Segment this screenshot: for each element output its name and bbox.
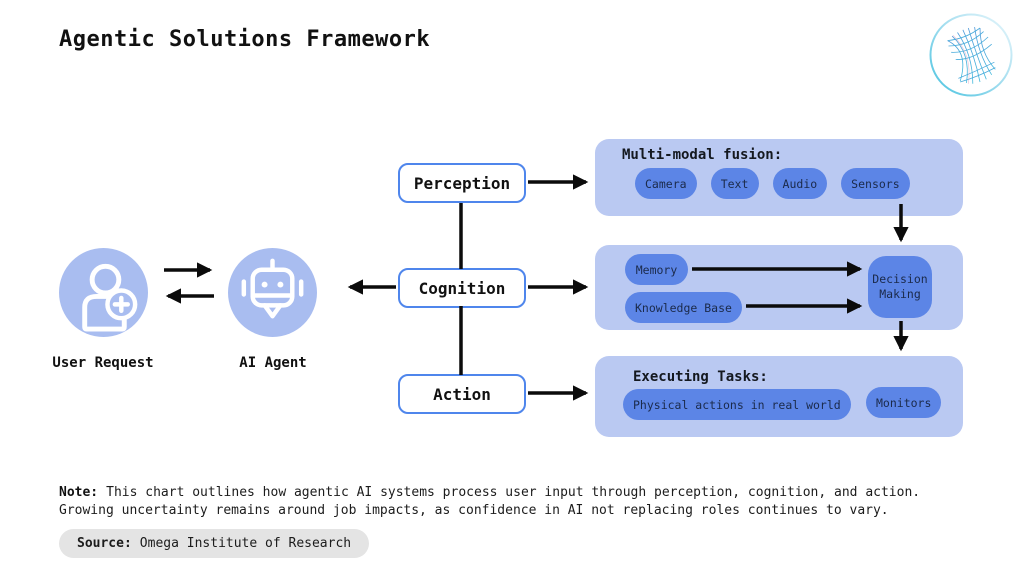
panel-title-executing-tasks: Executing Tasks: xyxy=(633,369,768,385)
source-label: Source: xyxy=(77,536,132,551)
stage-box-action: Action xyxy=(398,374,526,414)
panel-cognition-resources: Memory Knowledge Base Decision Making xyxy=(595,245,963,330)
ai-agent-icon xyxy=(228,248,317,337)
stage-box-cognition: Cognition xyxy=(398,268,526,308)
source-text: Omega Institute of Research xyxy=(139,536,352,551)
page-title: Agentic Solutions Framework xyxy=(59,27,431,52)
decision-making-node: Decision Making xyxy=(868,256,932,318)
pill-camera: Camera xyxy=(635,168,697,199)
company-logo-icon xyxy=(929,13,1013,97)
pill-text: Text xyxy=(710,168,759,199)
panel-executing-tasks: Executing Tasks: Physical actions in rea… xyxy=(595,356,963,437)
note-label: Note: xyxy=(59,485,99,500)
source-badge: Source: Omega Institute of Research xyxy=(59,529,370,558)
pill-physical-actions: Physical actions in real world xyxy=(623,389,851,420)
stage-box-perception: Perception xyxy=(398,163,526,203)
note-text: This chart outlines how agentic AI syste… xyxy=(59,485,921,518)
person-plus-icon xyxy=(82,263,138,332)
stage-label-perception: Perception xyxy=(413,173,511,193)
ai-agent-label: AI Agent xyxy=(239,355,307,371)
user-request-icon xyxy=(59,248,148,337)
panel-title-multimodal-fusion: Multi-modal fusion: xyxy=(622,147,783,163)
robot-icon xyxy=(241,258,304,319)
panel-multimodal-fusion: Multi-modal fusion: Camera Text Audio Se… xyxy=(595,139,963,216)
pill-sensors: Sensors xyxy=(841,168,910,199)
pill-knowledge-base: Knowledge Base xyxy=(625,292,742,323)
stage-label-action: Action xyxy=(433,384,491,404)
pill-memory: Memory xyxy=(625,254,688,285)
pill-audio: Audio xyxy=(772,168,828,199)
stage-label-cognition: Cognition xyxy=(418,278,506,298)
fusion-pill-row: Camera Text Audio Sensors xyxy=(635,168,910,199)
user-request-label: User Request xyxy=(52,355,154,371)
footnote: Note:This chart outlines how agentic AI … xyxy=(59,484,981,519)
pill-monitors: Monitors xyxy=(866,387,942,418)
